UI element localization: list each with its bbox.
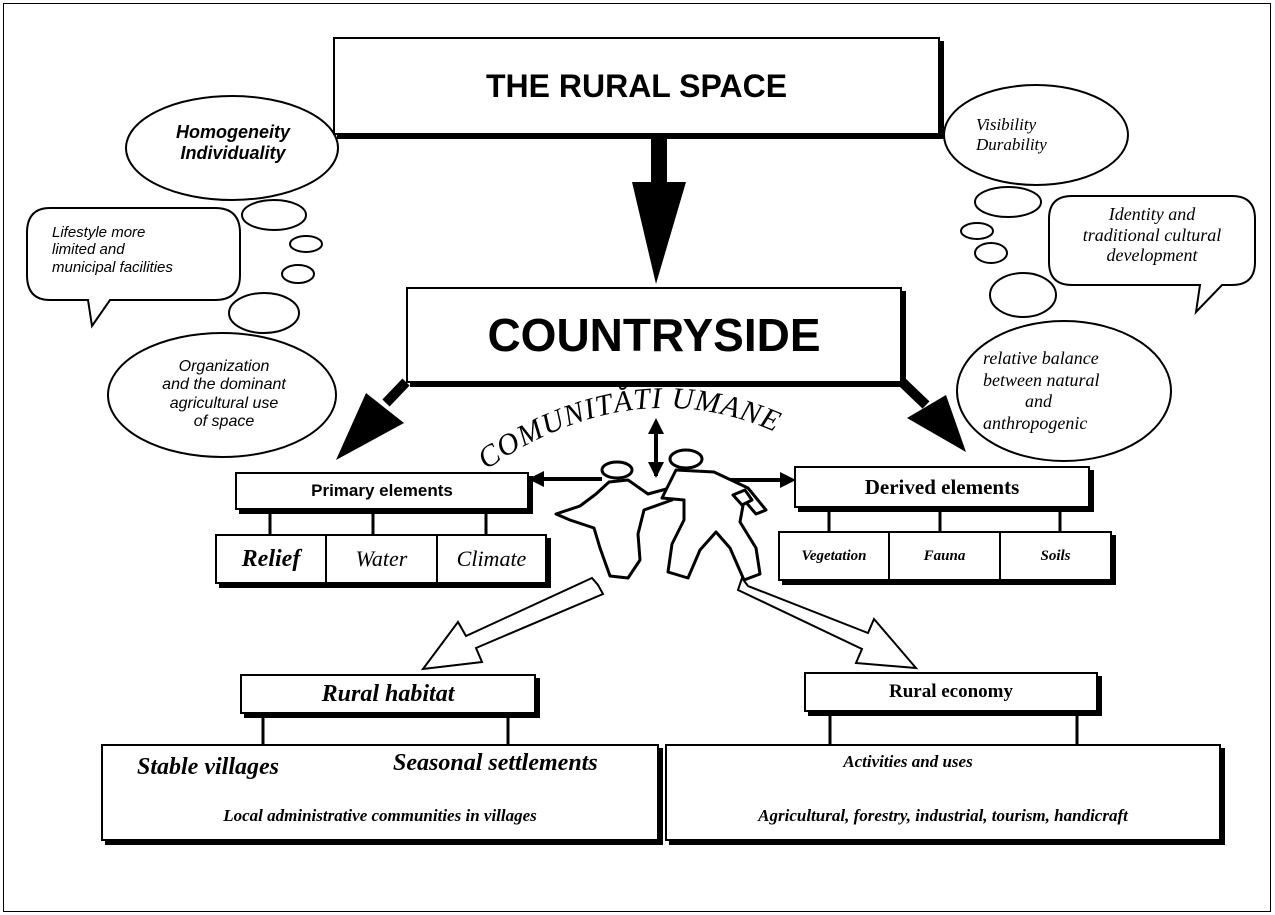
- bubble-organization: [107, 332, 337, 458]
- activities-list-label: Agricultural, forestry, industrial, tour…: [758, 806, 1128, 825]
- thought-dot-left-2: [289, 235, 323, 253]
- diagram-frame: [3, 3, 1271, 912]
- connectors-derived: [827, 508, 1062, 531]
- visibility-text: Visibility Durability: [976, 115, 1047, 154]
- rural-habitat-label: Rural habitat: [321, 680, 455, 707]
- countryside-label: COUNTRYSIDE: [487, 309, 821, 361]
- bubble-identity: [1048, 195, 1256, 315]
- countryside-box: COUNTRYSIDE: [406, 287, 902, 383]
- primary-elements-label: Primary elements: [311, 481, 453, 500]
- arrow-to-primary: [336, 378, 410, 460]
- bubble-homogeneity: [125, 95, 339, 201]
- arrow-title-to-countryside: [632, 138, 686, 284]
- title-box: THE RURAL SPACE: [333, 37, 940, 135]
- primary-item-climate: Climate: [436, 534, 547, 584]
- economy-detail-box: Activities and uses Agricultural, forest…: [665, 744, 1221, 841]
- primary-item-water: Water: [325, 534, 438, 584]
- lifestyle-text: Lifestyle more limited and municipal fac…: [52, 224, 173, 276]
- derived-item-vegetation: Vegetation: [778, 531, 890, 581]
- thought-dot-left-1: [241, 199, 307, 231]
- arrow-to-habitat: [420, 576, 605, 671]
- bubble-balance: [956, 320, 1172, 462]
- seasonal-settlements-label: Seasonal settlements: [393, 750, 598, 776]
- thought-dot-right-2: [960, 222, 994, 240]
- bubble-visibility: [943, 84, 1129, 186]
- thought-dot-right-3: [974, 242, 1008, 264]
- derived-item-fauna: Fauna: [888, 531, 1001, 581]
- thought-dot-left-4: [228, 292, 300, 334]
- connectors-primary: [268, 510, 488, 534]
- page-title: THE RURAL SPACE: [485, 67, 788, 104]
- organization-text: Organization and the dominant agricultur…: [162, 358, 286, 431]
- balance-text: relative balance between natural and ant…: [983, 348, 1100, 433]
- connectors-economy: [828, 712, 1079, 744]
- local-communities-label: Local administrative communities in vill…: [223, 806, 537, 825]
- rural-habitat-box: Rural habitat: [240, 674, 536, 714]
- rural-economy-label: Rural economy: [888, 681, 1013, 702]
- connectors-habitat: [261, 714, 510, 744]
- primary-item-relief: Relief: [215, 534, 327, 584]
- activities-label: Activities and uses: [843, 752, 973, 771]
- derived-elements-box: Derived elements: [794, 466, 1090, 508]
- primary-elements-box: Primary elements: [235, 472, 529, 510]
- bubble-lifestyle: [26, 207, 241, 329]
- arrows-community: [528, 418, 796, 488]
- thought-dot-right-1: [974, 186, 1042, 218]
- derived-elements-label: Derived elements: [864, 474, 1020, 499]
- arrow-to-derived: [898, 378, 966, 452]
- habitat-detail-box: Stable villages Seasonal settlements Loc…: [101, 744, 659, 841]
- thought-dot-left-3: [281, 264, 315, 284]
- arc-label: COMUNITĂTI UMANE: [472, 382, 786, 476]
- people-icon: [554, 448, 768, 582]
- rural-economy-box: Rural economy: [804, 672, 1098, 712]
- stable-villages-label: Stable villages: [137, 754, 279, 780]
- identity-text: Identity and traditional cultural develo…: [1082, 204, 1222, 266]
- thought-dot-right-4: [989, 272, 1057, 318]
- homogeneity-text: Homogeneity Individuality: [175, 122, 290, 163]
- arrow-to-economy: [736, 575, 919, 670]
- derived-item-soils: Soils: [999, 531, 1112, 581]
